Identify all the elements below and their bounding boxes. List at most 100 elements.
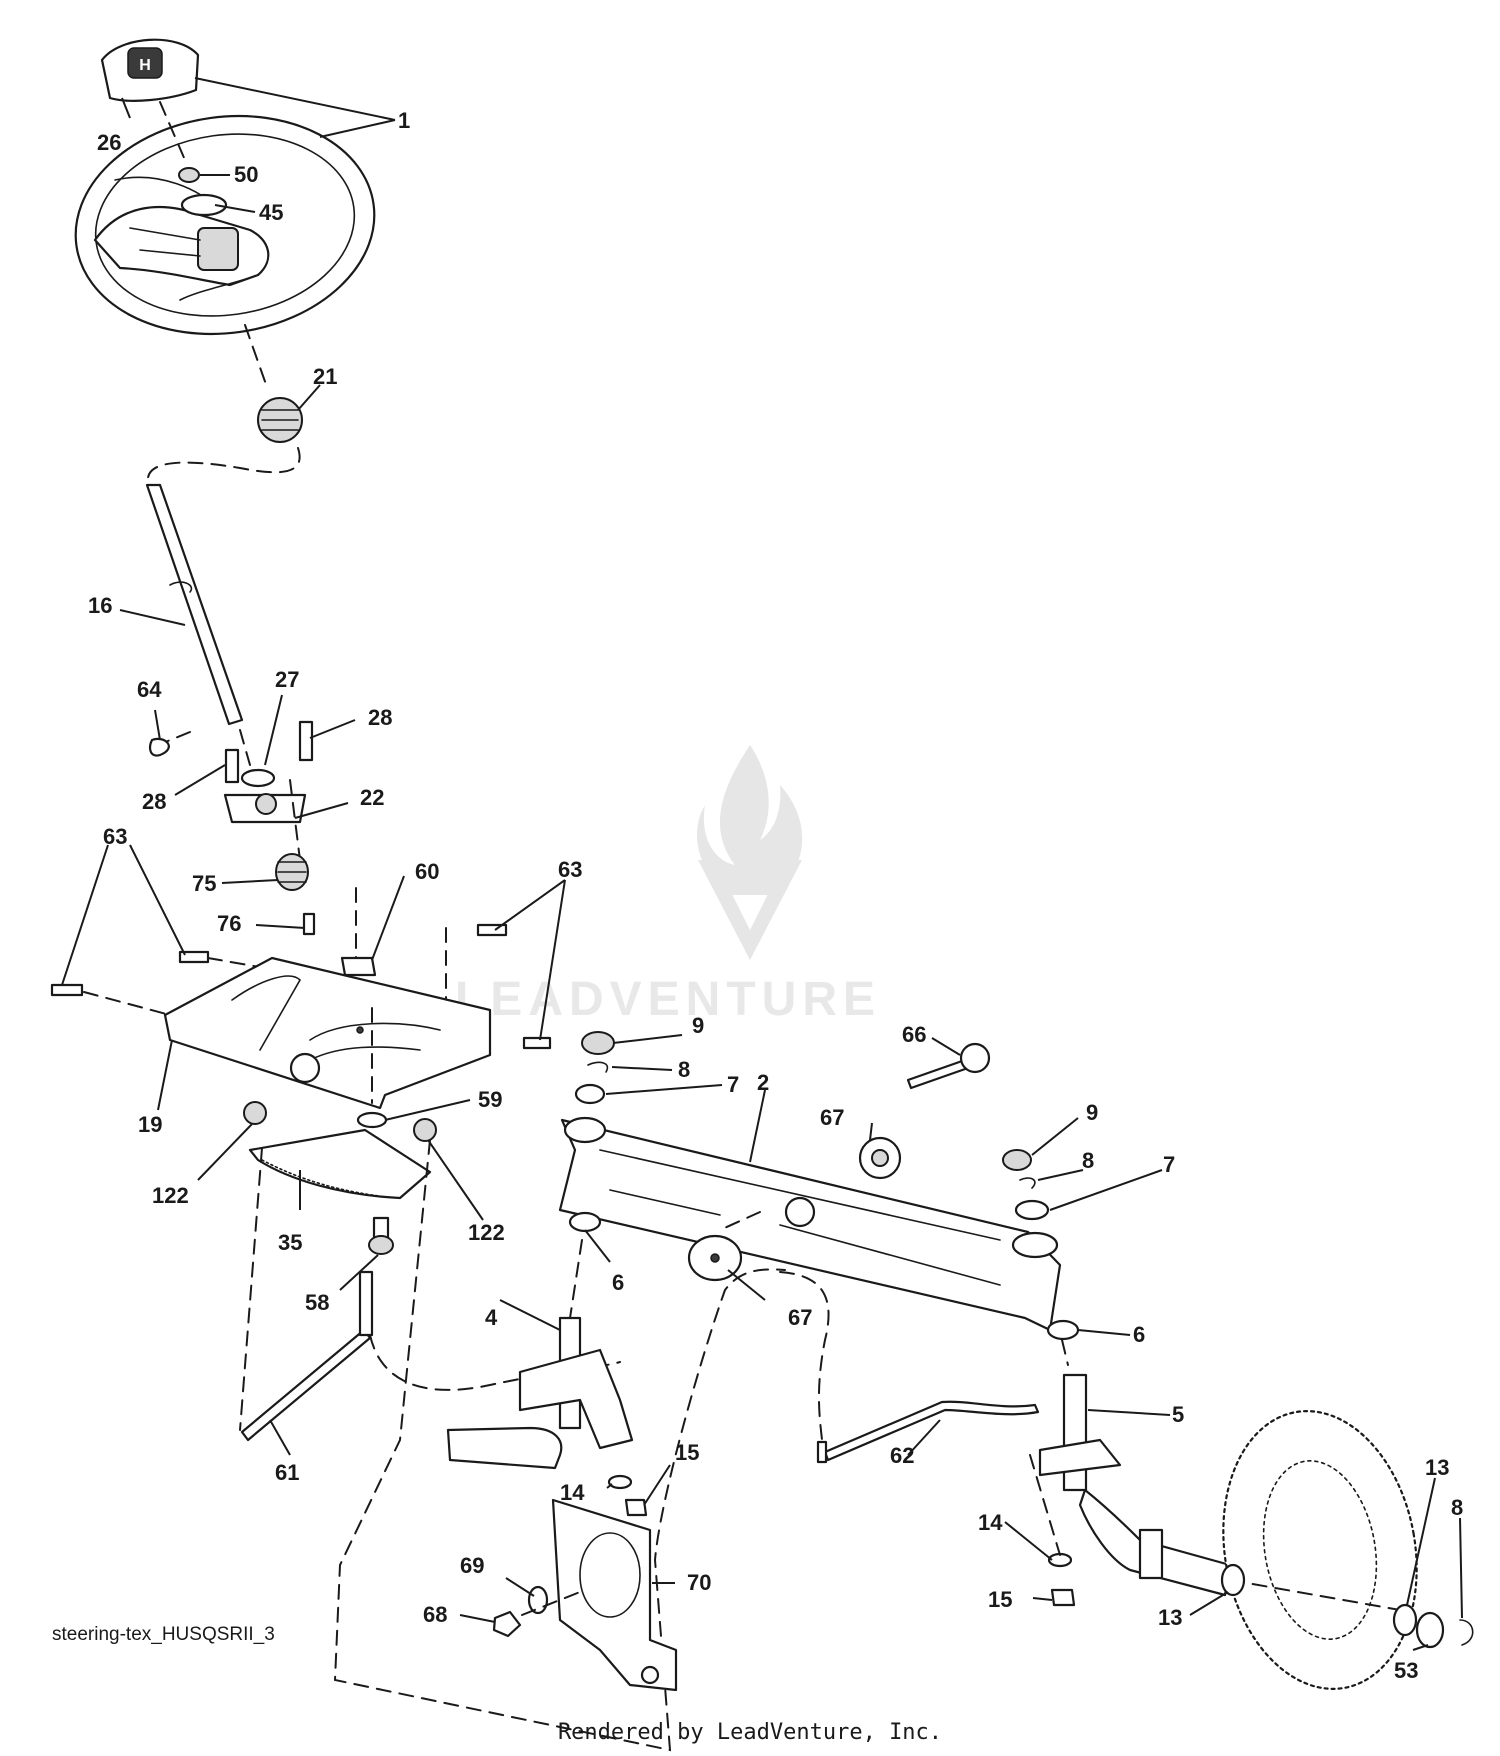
render-credit: Rendered by LeadVenture, Inc. (557, 1720, 943, 1745)
callout-8a: 8 (678, 1057, 690, 1082)
callout-45: 45 (259, 200, 283, 225)
callout-21: 21 (313, 364, 337, 389)
callout-66: 66 (902, 1022, 926, 1047)
callout-13b: 13 (1425, 1455, 1449, 1480)
callout-15b: 15 (988, 1587, 1012, 1612)
callout-75: 75 (192, 871, 216, 896)
callout-7a: 7 (727, 1072, 739, 1097)
callout-28b: 28 (142, 789, 166, 814)
nut-15a (624, 1498, 648, 1517)
callout-68: 68 (423, 1602, 447, 1627)
callout-13a: 13 (1158, 1605, 1182, 1630)
callout-9b: 9 (1086, 1100, 1098, 1125)
callouts: 1 26 50 45 21 16 64 27 28 28 22 63 75 60… (88, 108, 1463, 1683)
mounting-bracket-19 (163, 956, 492, 1110)
bolt-58 (368, 1216, 394, 1255)
callout-27: 27 (275, 667, 299, 692)
deflector-plate-70 (551, 1498, 678, 1692)
callout-122b: 122 (468, 1220, 505, 1245)
bolt-68 (492, 1610, 522, 1638)
callout-4: 4 (485, 1305, 498, 1330)
washer-45 (180, 193, 228, 217)
callout-19: 19 (138, 1112, 162, 1137)
ring-8a (587, 1061, 609, 1073)
nut-122a (243, 1101, 267, 1125)
callout-62: 62 (890, 1443, 914, 1468)
callout-53: 53 (1394, 1658, 1418, 1683)
steering-wheel (74, 114, 376, 336)
pin-64 (149, 737, 170, 757)
callout-16: 16 (88, 593, 112, 618)
callout-5: 5 (1172, 1402, 1184, 1427)
nut-50 (178, 167, 200, 183)
sector-gear-35 (248, 1128, 432, 1200)
callout-6b: 6 (1133, 1322, 1145, 1347)
cap-9b (1002, 1149, 1032, 1171)
nut-15b (1050, 1588, 1076, 1607)
leadventure-watermark: LEADVENTURE (455, 745, 881, 1026)
callout-35: 35 (278, 1230, 302, 1255)
callout-26: 26 (97, 130, 121, 155)
tie-rod-62 (816, 1400, 1040, 1464)
bolt-63c (476, 923, 508, 937)
screw-76 (302, 912, 316, 936)
callout-14a: 14 (560, 1480, 585, 1505)
bolt-63b (50, 983, 84, 997)
bolt-63d (522, 1036, 552, 1050)
callout-2: 2 (757, 1070, 769, 1095)
callout-122a: 122 (152, 1183, 189, 1208)
callout-67a: 67 (820, 1105, 844, 1130)
callout-67b: 67 (788, 1305, 812, 1330)
steering-shaft-16 (145, 483, 244, 726)
callout-8b: 8 (1082, 1148, 1094, 1173)
callout-28a: 28 (368, 705, 392, 730)
callout-9a: 9 (692, 1013, 704, 1038)
callout-64: 64 (137, 677, 162, 702)
ring-8b (1019, 1177, 1036, 1189)
callout-69: 69 (460, 1553, 484, 1578)
callout-22: 22 (360, 785, 384, 810)
bearing-flange-22 (223, 793, 307, 824)
watermark-text: LEADVENTURE (455, 973, 881, 1026)
bolt-28a (224, 748, 240, 784)
callout-1: 1 (398, 108, 410, 133)
washer-14a (607, 1474, 633, 1490)
adapter-21 (257, 397, 303, 443)
front-wheel (1222, 1410, 1418, 1690)
callout-8c: 8 (1451, 1495, 1463, 1520)
washer-59 (356, 1111, 388, 1129)
nut-60 (340, 956, 377, 977)
washer-13a (1220, 1563, 1246, 1597)
washer-53 (1415, 1611, 1445, 1649)
callout-63b: 63 (558, 857, 582, 882)
callout-60: 60 (415, 859, 439, 884)
spindle-5-right (1038, 1373, 1232, 1597)
washer-6a (568, 1211, 602, 1233)
pinion-gear-75 (275, 853, 309, 891)
pivot-bolt-66 (906, 1042, 991, 1090)
callout-50: 50 (234, 162, 258, 187)
horn-cap: H (100, 38, 200, 102)
washer-13b (1392, 1603, 1418, 1637)
bushing-67b (687, 1234, 743, 1282)
bushing-67a (858, 1136, 902, 1180)
washer-7a (574, 1083, 606, 1105)
diagram-id-label: steering-tex_HUSQSRII_3 (52, 1624, 275, 1645)
callout-15a: 15 (675, 1440, 699, 1465)
callout-58: 58 (305, 1290, 329, 1315)
callout-70: 70 (687, 1570, 711, 1595)
bolt-28b (298, 720, 314, 762)
leader-lines (61, 77, 1463, 1651)
nut-122b (413, 1118, 437, 1142)
callout-7b: 7 (1163, 1152, 1175, 1177)
ring-8c (1459, 1619, 1474, 1646)
callout-63a: 63 (103, 824, 127, 849)
washer-7b (1014, 1199, 1050, 1221)
cap-9a (581, 1031, 615, 1055)
front-axle-2 (558, 1116, 1062, 1332)
callout-61: 61 (275, 1460, 299, 1485)
bushing-27 (240, 768, 276, 788)
svg-text:H: H (139, 57, 151, 74)
washer-69 (527, 1585, 549, 1615)
